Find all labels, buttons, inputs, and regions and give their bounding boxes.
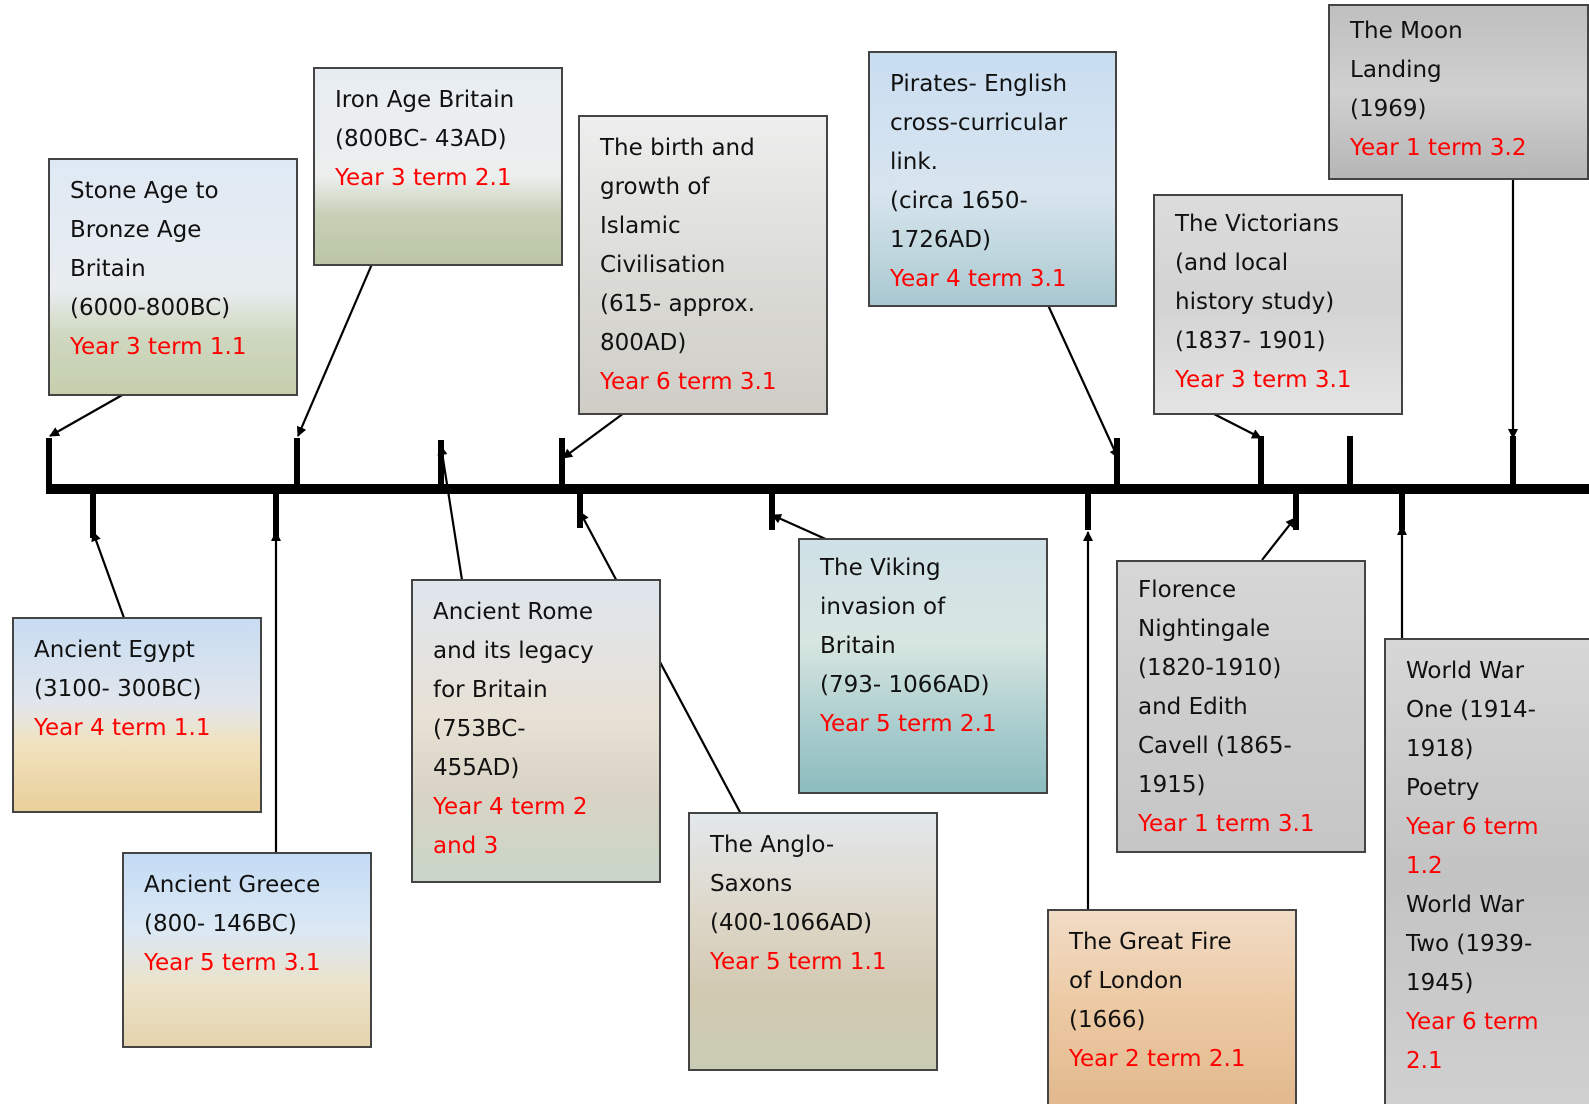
connector-arrows: [49, 178, 1518, 912]
arrow-victorians: [1211, 412, 1262, 439]
arrow-stone-age: [49, 393, 125, 437]
card-year: Year 4 term 2 and 3: [433, 794, 588, 859]
card-ancient-egypt: Ancient Egypt (3100- 300BC) Year 4 term …: [12, 617, 262, 813]
card-victorians: The Victorians (and local history study)…: [1153, 194, 1403, 415]
card-year: Year 1 term 3.1: [1138, 811, 1315, 837]
card-year: Year 4 term 3.1: [890, 266, 1067, 292]
card-title: Ancient Egypt (3100- 300BC): [34, 637, 202, 702]
arrow-nightingale: [1261, 517, 1296, 561]
card-year: Year 5 term 1.1: [710, 949, 887, 975]
card-year: Year 3 term 2.1: [335, 165, 512, 191]
card-year: Year 3 term 1.1: [70, 334, 247, 360]
card-title-ww1: World War One (1914- 1918) Poetry: [1406, 658, 1536, 801]
card-year: Year 1 term 3.2: [1350, 135, 1527, 161]
card-year-ww2: Year 6 term 2.1: [1406, 1009, 1539, 1074]
ticks-above: [46, 436, 1516, 489]
card-year: Year 4 term 1.1: [34, 715, 211, 741]
card-title: The Great Fire of London (1666): [1069, 929, 1232, 1033]
arrow-iron-age: [296, 263, 374, 437]
card-great-fire: The Great Fire of London (1666) Year 2 t…: [1047, 909, 1297, 1104]
arrow-vikings: [771, 513, 831, 543]
card-year: Year 5 term 3.1: [144, 950, 321, 976]
card-year: Year 5 term 2.1: [820, 711, 997, 737]
card-title: Ancient Rome and its legacy for Britain …: [433, 599, 594, 781]
card-title: Pirates- English cross-curricular link. …: [890, 71, 1068, 253]
card-title: Iron Age Britain (800BC- 43AD): [335, 87, 515, 152]
card-ancient-rome: Ancient Rome and its legacy for Britain …: [411, 579, 661, 883]
card-nightingale-cavell: Florence Nightingale (1820-1910) and Edi…: [1116, 560, 1366, 853]
ticks-below: [90, 489, 1405, 538]
arrow-rome: [437, 445, 464, 581]
card-anglo-saxons: The Anglo- Saxons (400-1066AD) Year 5 te…: [688, 812, 938, 1071]
card-pirates: Pirates- English cross-curricular link. …: [868, 51, 1117, 307]
card-islamic-civilisation: The birth and growth of Islamic Civilisa…: [578, 115, 828, 415]
card-year: Year 6 term 3.1: [600, 369, 777, 395]
card-vikings: The Viking invasion of Britain (793- 106…: [798, 538, 1048, 794]
card-year: Year 3 term 3.1: [1175, 367, 1352, 393]
card-title: The Anglo- Saxons (400-1066AD): [710, 832, 873, 936]
arrow-pirates: [1046, 304, 1120, 459]
card-year-ww1: Year 6 term 1.2: [1406, 814, 1539, 879]
card-ancient-greece: Ancient Greece (800- 146BC) Year 5 term …: [122, 852, 372, 1048]
card-title: The Victorians (and local history study)…: [1175, 211, 1339, 354]
card-title: The Viking invasion of Britain (793- 106…: [820, 555, 990, 698]
arrow-egypt: [91, 531, 126, 619]
card-stone-age: Stone Age to Bronze Age Britain (6000-80…: [48, 158, 298, 396]
card-title: Florence Nightingale (1820-1910) and Edi…: [1138, 577, 1292, 798]
card-title-ww2: World War Two (1939- 1945): [1406, 892, 1533, 996]
card-year: Year 2 term 2.1: [1069, 1046, 1246, 1072]
card-iron-age: Iron Age Britain (800BC- 43AD) Year 3 te…: [313, 67, 563, 266]
card-title: Stone Age to Bronze Age Britain (6000-80…: [70, 178, 231, 321]
card-title: The birth and growth of Islamic Civilisa…: [600, 135, 756, 356]
card-title: Ancient Greece (800- 146BC): [144, 872, 321, 937]
arrow-islamic: [562, 412, 625, 459]
card-moon-landing: The Moon Landing (1969) Year 1 term 3.2: [1328, 4, 1589, 180]
card-world-wars: World War One (1914- 1918) Poetry Year 6…: [1384, 638, 1589, 1104]
card-title: The Moon Landing (1969): [1350, 18, 1463, 122]
